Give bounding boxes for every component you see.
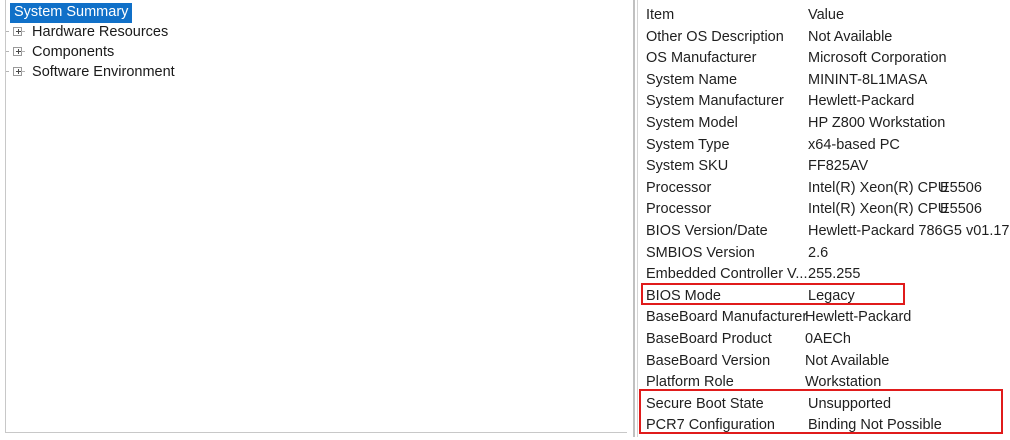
- list-row-value: x64-based PC: [808, 136, 900, 153]
- list-row-value: 255.255: [808, 266, 861, 283]
- list-row-value: Hewlett-Packard 786G5 v01.17, 8/: [808, 222, 1010, 239]
- list-row-item-label: System Name: [646, 71, 738, 88]
- list-row-value: Intel(R) Xeon(R) CPU: [808, 201, 949, 218]
- list-row-item-label: BaseBoard Version: [646, 352, 771, 369]
- tree-item-software-environment[interactable]: Software Environment: [6, 62, 627, 82]
- list-row-item-label: System SKU: [646, 158, 729, 175]
- list-row-value: Not Available: [808, 28, 893, 45]
- list-row[interactable]: SMBIOS Version 2.6: [638, 243, 1010, 265]
- tree-connector-line: [6, 51, 9, 52]
- list-row-item-label: Processor: [646, 201, 712, 218]
- list-row[interactable]: BIOS Version/Date Hewlett-Packard 786G5 v…: [638, 221, 1010, 243]
- list-row-item-label: System Type: [646, 136, 730, 153]
- list-row[interactable]: System Manufacturer Hewlett-Packard: [638, 91, 1010, 113]
- list-row[interactable]: System Name MININT-8L1MASA: [638, 70, 1010, 92]
- list-header-row[interactable]: Item Value: [638, 5, 1010, 27]
- list-row-value: Intel(R) Xeon(R) CPU: [808, 179, 949, 196]
- tree-connector-line: [21, 31, 25, 32]
- list-row-value: MININT-8L1MASA: [808, 71, 928, 88]
- list-row[interactable]: Embedded Controller V...255.255: [638, 264, 1010, 286]
- tree-connector-line: [21, 51, 25, 52]
- list-row-value: Microsoft Corporation: [808, 50, 947, 67]
- list-row-item-label: System Model: [646, 114, 738, 131]
- list-row-value: Hewlett-Packard: [805, 309, 912, 326]
- column-header-value[interactable]: Value: [808, 7, 845, 23]
- tree-item-components-label: Components: [32, 44, 115, 61]
- list-row-item-label: BIOS Version/Date: [646, 222, 768, 239]
- tree-item-system-summary-label: System Summary: [10, 3, 133, 23]
- tree-item-components[interactable]: Components: [6, 42, 627, 62]
- list-row[interactable]: System Type x64-based PC: [638, 135, 1010, 157]
- list-row[interactable]: BaseBoard Product 0AECh: [638, 329, 1010, 351]
- tree-connector-line: [21, 71, 25, 72]
- list-row-item-label: PCR7 Configuration: [646, 417, 775, 434]
- list-row-value: Not Available: [805, 352, 890, 369]
- list-row-value: 2.6: [808, 244, 829, 261]
- list-row-value: Hewlett-Packard: [808, 93, 915, 110]
- list-row-item-label: Platform Role: [646, 374, 734, 391]
- list-row-item-label: Embedded Controller V...: [646, 266, 808, 283]
- list-row-value-extra: E5506: [940, 179, 982, 196]
- list-row-item-label: BIOS Mode: [646, 287, 721, 304]
- column-header-item[interactable]: Item: [646, 7, 675, 23]
- list-row[interactable]: PCR7 Configuration Binding Not Possible: [638, 415, 1010, 437]
- list-row[interactable]: System Model HP Z800 Workstation: [638, 113, 1010, 135]
- pane-splitter-bar: [633, 0, 635, 437]
- tree-item-software-environment-label: Software Environment: [32, 64, 175, 81]
- list-row-item-label: Secure Boot State: [646, 395, 764, 412]
- list-row-value: Binding Not Possible: [808, 417, 942, 434]
- tree-item-hardware-resources-label: Hardware Resources: [32, 24, 169, 41]
- list-row-item-label: System Manufacturer: [646, 93, 784, 110]
- list-row-item-label: Processor: [646, 179, 712, 196]
- list-row-value: Unsupported: [808, 395, 892, 412]
- list-row-value-extra: E5506: [940, 201, 982, 218]
- list-row-item-label: OS Manufacturer: [646, 50, 757, 67]
- navigation-tree-pane[interactable]: System Summary Hardware Resources Compon…: [5, 0, 627, 433]
- list-row-value: Workstation: [805, 374, 882, 391]
- tree-connector-line: [6, 31, 9, 32]
- list-row-value: HP Z800 Workstation: [808, 114, 946, 131]
- list-row[interactable]: System SKU FF825AV: [638, 156, 1010, 178]
- list-row[interactable]: Platform Role Workstation: [638, 372, 1010, 394]
- pane-splitter-bar-secondary: [637, 0, 638, 437]
- list-row-item-label: SMBIOS Version: [646, 244, 755, 261]
- list-row-item-label: BaseBoard Product: [646, 330, 772, 347]
- list-row[interactable]: BaseBoard Version Not Available: [638, 351, 1010, 373]
- tree-item-hardware-resources[interactable]: Hardware Resources: [6, 22, 627, 42]
- list-row-item-label: BaseBoard Manufacturer: [646, 309, 808, 326]
- list-row[interactable]: OS Manufacturer Microsoft Corporation: [638, 48, 1010, 70]
- list-row-value: Legacy: [808, 287, 855, 304]
- list-row-item-label: Other OS Description: [646, 28, 784, 45]
- list-row-value: 0AECh: [805, 330, 851, 347]
- pane-splitter[interactable]: [628, 0, 633, 440]
- list-row[interactable]: BIOS Mode Legacy: [638, 286, 1010, 308]
- list-row[interactable]: Other OS Description Not Available: [638, 27, 1010, 49]
- list-row[interactable]: Secure Boot State Unsupported: [638, 394, 1010, 416]
- list-row-value: FF825AV: [808, 158, 869, 175]
- tree-item-system-summary[interactable]: System Summary: [6, 2, 627, 23]
- tree-connector-line: [6, 71, 9, 72]
